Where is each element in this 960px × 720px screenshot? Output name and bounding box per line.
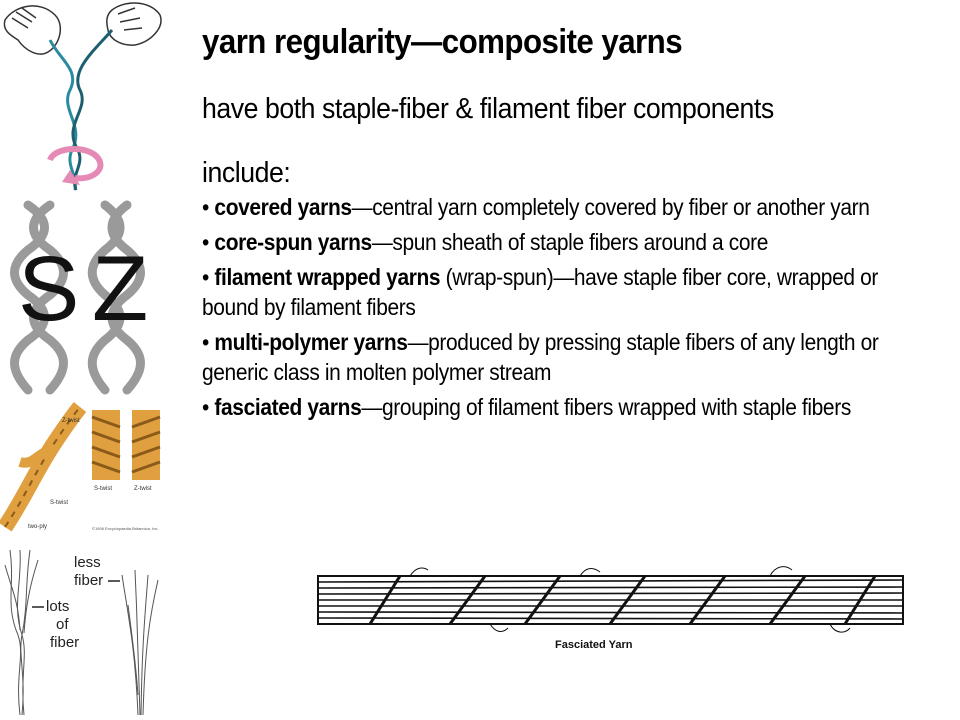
bullet-filament-wrapped-yarns: • filament wrapped yarns (wrap-spun)—hav… [202,264,878,320]
s-twist-rope-sample [91,410,121,480]
include-heading: include: [202,157,291,189]
rotation-arrow-icon [47,146,104,185]
fiber-strand-left [4,549,39,716]
right-hand-icon [106,2,162,46]
bullet-fasciated-yarns: • fasciated yarns—grouping of filament f… [202,394,851,420]
bullet-core-spun-yarns: • core-spun yarns—spun sheath of staple … [202,229,769,255]
figure-column: S Z Z-twist S-twist two-ply S-twist Z-t [0,0,172,720]
fiber-strand-right [121,569,159,716]
slide-subtitle: have both staple-fiber & filament fiber … [202,93,774,125]
s-label: S [18,238,79,340]
rope-icon [0,402,87,532]
slide-title: yarn regularity—composite yarns [202,23,683,61]
fasciated-caption: Fasciated Yarn [555,639,633,651]
z-twist-label: Z-twist [62,418,80,424]
z-label: Z [92,238,148,340]
s-twist-label: S-twist [50,500,68,506]
lots-label-3: fiber [50,634,79,651]
fasciated-yarn-figure: Fasciated Yarn [310,560,910,660]
less-fiber-label-2: fiber [74,572,103,589]
fiber-drawing-figure: less fiber lots of fiber [0,545,172,720]
z-twist-rope-sample [131,410,161,480]
two-ply-label: two-ply [28,524,47,530]
fasciated-yarn-icon [317,566,904,633]
lots-label-2: of [56,616,69,633]
s-twist-strand [10,200,68,395]
bullet-multi-polymer-yarns: • multi-polymer yarns—produced by pressi… [202,329,879,385]
slide-text: yarn regularity—composite yarns have bot… [202,22,942,427]
copyright-text: ©1998 Encyclopaedia Britannica, Inc. [92,526,159,531]
composite-yarn-list: • covered yarns—central yarn completely … [202,192,942,422]
hands-twisting-yarn-figure [0,0,172,195]
sz-twist-figure: S Z [0,195,172,400]
lots-label-1: lots [46,598,69,615]
z-twist-caption: Z-twist [134,486,152,492]
s-twist-caption: S-twist [94,486,112,492]
less-fiber-label-1: less [74,554,101,571]
left-hand-icon [3,5,62,55]
z-twist-strand [87,200,145,395]
bullet-covered-yarns: • covered yarns—central yarn completely … [202,194,870,220]
two-ply-rope-figure: Z-twist S-twist two-ply S-twist Z-twist … [0,402,172,542]
